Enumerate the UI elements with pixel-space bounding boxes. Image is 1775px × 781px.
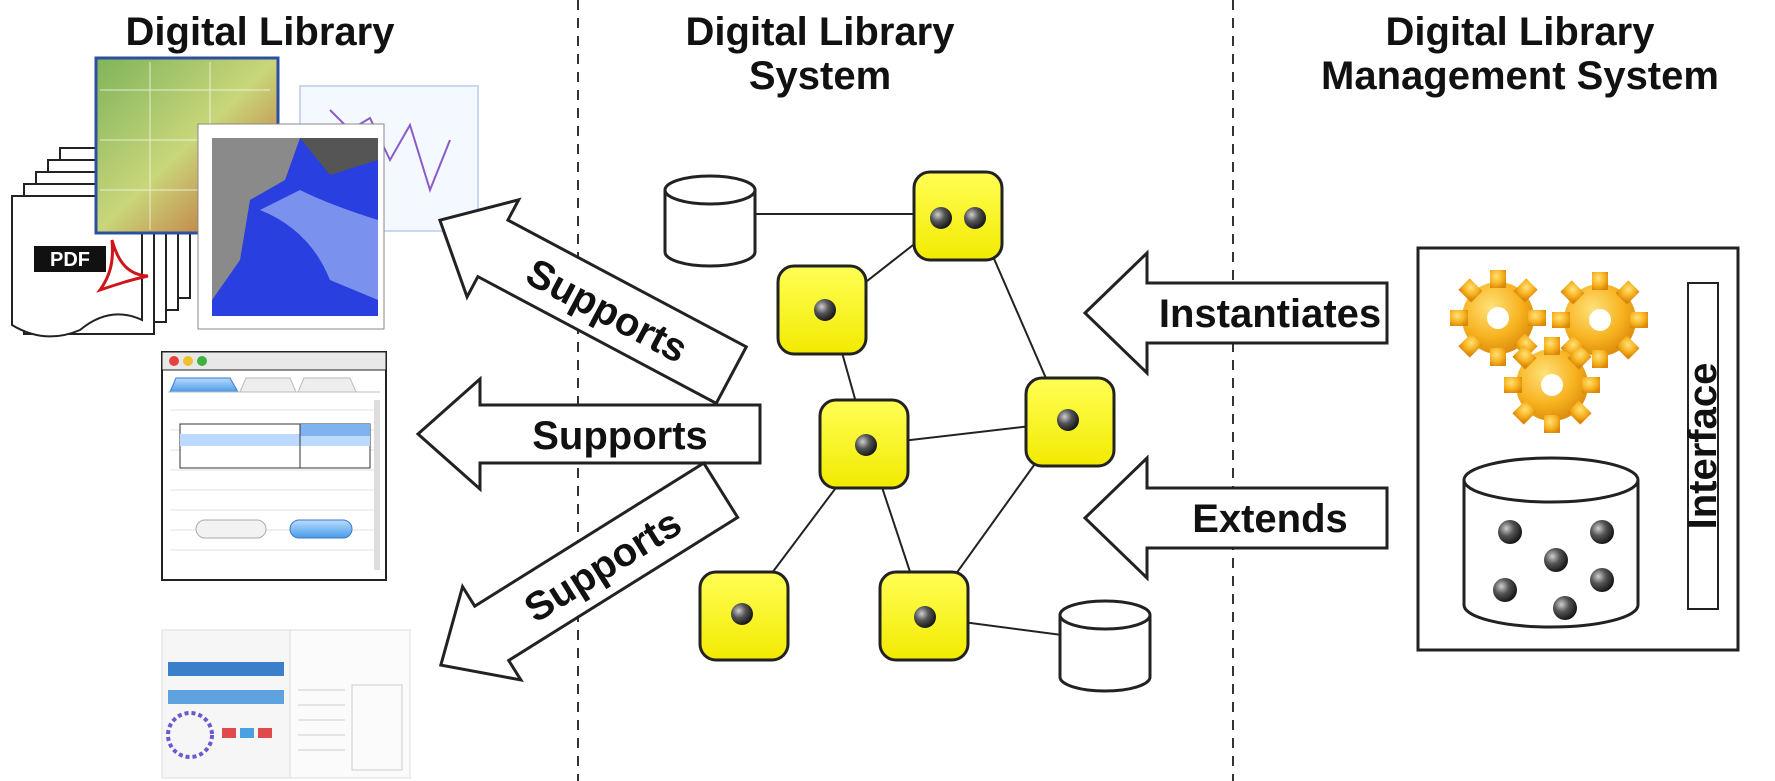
arrow-extends-label: Extends — [1192, 497, 1348, 541]
title-dl-system: Digital Library System — [685, 10, 955, 98]
title-dlms: Digital Library Management System — [1321, 10, 1719, 98]
ocean-map-thumbnail — [197, 123, 385, 330]
database-cylinder-top — [663, 174, 757, 268]
dlms-database-icon — [1462, 456, 1640, 629]
title-digital-library: Digital Library — [125, 10, 395, 54]
dashboard-thumbnail — [161, 629, 411, 779]
network-node — [698, 570, 790, 662]
arrow-instantiates: Instantiates — [1082, 249, 1389, 377]
arrow-extends: Extends — [1082, 454, 1389, 582]
network-node — [776, 264, 868, 356]
network-node — [878, 570, 970, 662]
arrow-supports-bottom: Supports — [438, 461, 740, 683]
network-node — [1024, 376, 1116, 468]
network-node — [912, 170, 1004, 262]
gears-icon — [1450, 270, 1648, 433]
database-cylinder-bottom — [1058, 599, 1152, 693]
app-window-icon — [161, 351, 387, 581]
network-node — [818, 398, 910, 490]
acrobat-logo-icon — [96, 239, 149, 293]
arrow-instantiates-label: Instantiates — [1159, 292, 1381, 336]
pdf-label: PDF — [50, 249, 90, 271]
interface-label: Interface — [1681, 363, 1725, 530]
arrow-supports-mid: Supports — [415, 375, 762, 493]
arrow-supports-mid-label: Supports — [532, 414, 708, 458]
